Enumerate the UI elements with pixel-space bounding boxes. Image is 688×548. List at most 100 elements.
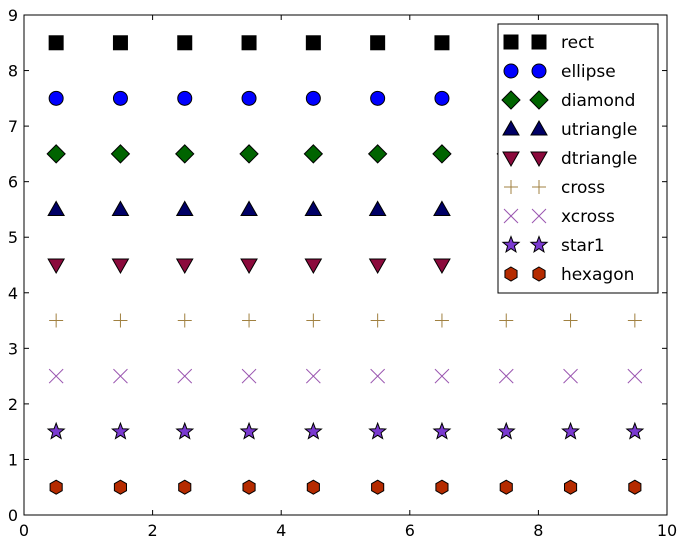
y-tick-label: 5 xyxy=(8,228,18,247)
data-point-star1 xyxy=(496,421,516,440)
data-point-xcross xyxy=(241,368,257,384)
legend-label: rect xyxy=(561,33,594,53)
data-point-hexagon xyxy=(306,479,320,495)
data-point-cross xyxy=(370,313,385,328)
data-point-hexagon xyxy=(113,479,128,495)
legend-item-hexagon: hexagon xyxy=(504,265,634,285)
data-point-utriangle xyxy=(304,200,323,216)
legend-item-dtriangle: dtriangle xyxy=(502,149,637,169)
data-point-ellipse xyxy=(177,90,193,106)
legend-marker-star1 xyxy=(501,235,521,254)
legend-box xyxy=(497,23,659,294)
data-point-diamond xyxy=(432,144,452,164)
x-tick-label: 4 xyxy=(276,521,286,540)
data-point-utriangle xyxy=(240,200,258,216)
legend-marker-utriangle xyxy=(502,119,520,136)
data-point-utriangle xyxy=(433,200,451,216)
legend-item-rect: rect xyxy=(503,33,594,53)
data-point-rect xyxy=(241,35,257,51)
data-point-diamond xyxy=(175,144,195,164)
legend-label: cross xyxy=(561,178,605,198)
data-point-hexagon xyxy=(242,479,256,495)
legend-label: ellipse xyxy=(561,62,616,82)
legend-label: diamond xyxy=(561,91,635,111)
data-point-cross xyxy=(113,313,128,328)
y-tick-label: 1 xyxy=(8,450,18,469)
legend-marker-hexagon xyxy=(532,266,546,282)
data-point-hexagon xyxy=(499,479,513,495)
series-hexagon xyxy=(49,479,642,495)
data-point-utriangle xyxy=(368,200,387,216)
data-point-ellipse xyxy=(112,90,128,106)
legend-marker-ellipse xyxy=(503,63,519,79)
data-point-cross xyxy=(563,313,578,328)
data-point-rect xyxy=(177,35,193,51)
data-point-ellipse xyxy=(241,90,257,106)
data-point-hexagon xyxy=(371,479,385,495)
data-point-star1 xyxy=(175,421,195,440)
x-tick-label: 10 xyxy=(657,521,677,540)
data-point-ellipse xyxy=(434,90,450,106)
data-point-hexagon xyxy=(435,479,449,495)
data-point-star1 xyxy=(239,421,259,440)
legend-label: hexagon xyxy=(561,265,634,285)
data-point-star1 xyxy=(303,421,323,440)
data-point-xcross xyxy=(627,368,643,384)
legend-marker-ellipse xyxy=(531,63,547,79)
data-point-dtriangle xyxy=(304,258,323,275)
data-point-star1 xyxy=(561,421,580,440)
data-point-diamond xyxy=(303,144,324,164)
data-point-xcross xyxy=(113,368,128,384)
data-point-utriangle xyxy=(111,200,130,216)
data-point-dtriangle xyxy=(111,258,130,275)
data-point-cross xyxy=(306,313,321,328)
data-point-cross xyxy=(177,313,192,328)
legend-marker-cross xyxy=(504,180,518,194)
legend-marker-diamond xyxy=(501,90,521,110)
data-point-xcross xyxy=(48,368,64,384)
legend-marker-dtriangle xyxy=(502,151,520,168)
legend-label: xcross xyxy=(561,207,615,227)
data-point-rect xyxy=(370,35,386,51)
data-point-dtriangle xyxy=(47,258,66,275)
legend-marker-rect xyxy=(503,34,519,50)
legend-item-star1: star1 xyxy=(501,235,605,256)
data-point-xcross xyxy=(370,368,386,384)
legend-label: utriangle xyxy=(561,120,637,140)
data-point-ellipse xyxy=(48,90,64,106)
y-tick-label: 7 xyxy=(8,117,18,136)
legend-marker-dtriangle xyxy=(530,151,548,168)
data-point-diamond xyxy=(110,144,131,164)
series-star1 xyxy=(46,421,645,440)
series-dtriangle xyxy=(47,258,644,275)
data-point-hexagon xyxy=(628,479,642,495)
data-point-diamond xyxy=(367,144,388,164)
data-point-cross xyxy=(49,313,64,328)
data-point-ellipse xyxy=(370,90,386,106)
legend-label: star1 xyxy=(561,236,605,256)
data-point-cross xyxy=(242,313,257,328)
chart-legend: rect ellipse diamond utriangle dtriangle cros… xyxy=(497,23,659,294)
data-point-dtriangle xyxy=(368,258,387,275)
data-point-star1 xyxy=(368,421,388,440)
data-point-xcross xyxy=(434,368,450,384)
data-point-cross xyxy=(499,313,514,328)
data-point-hexagon xyxy=(563,479,578,495)
data-point-rect xyxy=(305,35,321,51)
data-point-dtriangle xyxy=(175,258,194,275)
y-tick-label: 3 xyxy=(8,339,18,358)
legend-item-ellipse: ellipse xyxy=(503,62,616,82)
x-tick-label: 8 xyxy=(533,521,543,540)
y-tick-label: 2 xyxy=(8,395,18,414)
legend-marker-hexagon xyxy=(504,266,518,282)
data-point-rect xyxy=(48,35,64,51)
legend-marker-xcross xyxy=(503,208,519,224)
y-tick-label: 9 xyxy=(8,6,18,25)
data-point-dtriangle xyxy=(433,258,451,275)
legend-marker-cross xyxy=(532,180,546,194)
data-point-ellipse xyxy=(305,90,321,106)
y-tick-label: 4 xyxy=(8,284,18,303)
